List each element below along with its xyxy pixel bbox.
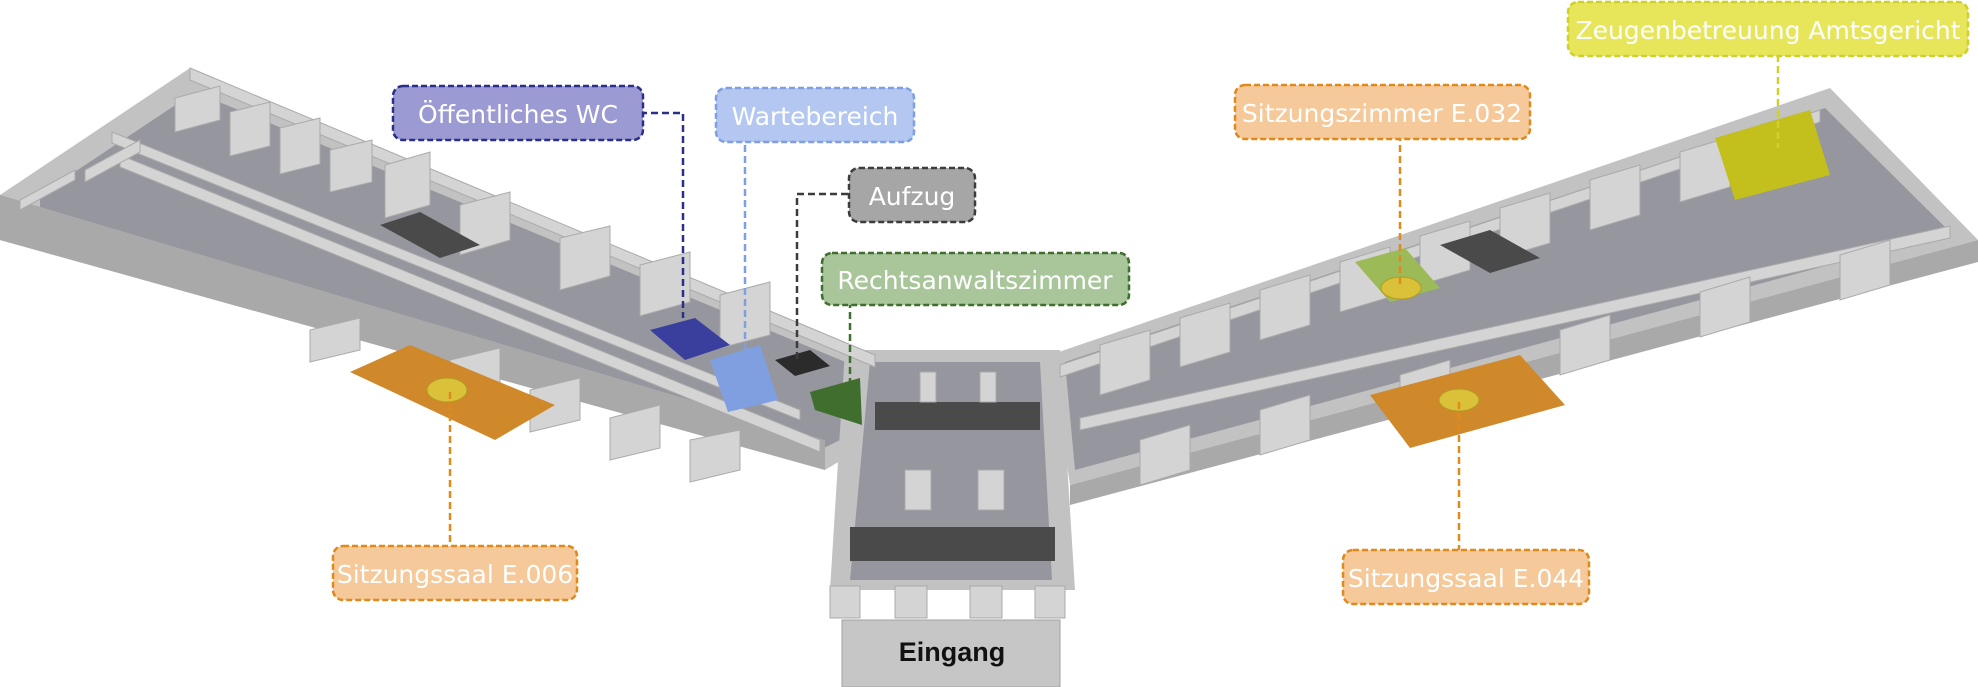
left-wing-front-wall xyxy=(0,195,825,470)
witness-care-area[interactable] xyxy=(1715,110,1830,200)
left-wing-walls xyxy=(19,67,876,483)
label-lawyers-text: Rechtsanwaltszimmer xyxy=(837,266,1113,295)
label-hall-e044-text: Sitzungssaal E.044 xyxy=(1348,564,1584,593)
label-hall-e044[interactable]: Sitzungssaal E.044 xyxy=(1341,548,1591,606)
elevator-area[interactable] xyxy=(775,350,830,376)
label-witness-text: Zeugenbetreuung Amtsgericht xyxy=(1575,16,1960,45)
stairs-lobby-lower xyxy=(850,527,1055,561)
entrance-step xyxy=(841,619,1061,687)
label-tags: Öffentliches WC Wartebereich Aufzug Rech… xyxy=(331,0,1970,606)
label-witness[interactable]: Zeugenbetreuung Amtsgericht xyxy=(1566,0,1970,58)
waiting-area[interactable] xyxy=(710,345,778,412)
stairs-left-wing xyxy=(380,212,480,258)
marker-hall-e044 xyxy=(1438,388,1480,412)
wc-area[interactable] xyxy=(650,318,730,360)
leader-line-wc xyxy=(640,111,685,318)
label-lawyers[interactable]: Rechtsanwaltszimmer xyxy=(820,251,1131,307)
room-markers xyxy=(426,276,1480,412)
lawyers-room-area[interactable] xyxy=(810,378,862,425)
label-waiting-text: Wartebereich xyxy=(732,102,899,131)
label-hall-e006[interactable]: Sitzungssaal E.006 xyxy=(331,544,579,602)
entrance-label: Eingang xyxy=(899,637,1006,667)
label-wc[interactable]: Öffentliches WC xyxy=(391,84,645,142)
stairs xyxy=(380,212,1540,561)
label-waiting[interactable]: Wartebereich xyxy=(714,86,916,144)
leader-line-elevator xyxy=(795,192,848,362)
leader-lines xyxy=(448,44,1780,550)
label-room-e032-text: Sitzungszimmer E.032 xyxy=(1242,99,1522,128)
label-hall-e006-text: Sitzungssaal E.006 xyxy=(337,560,573,589)
label-elevator[interactable]: Aufzug xyxy=(847,166,977,224)
entrance[interactable]: Eingang xyxy=(841,619,1061,687)
lobby-pillars xyxy=(829,371,1066,619)
label-wc-text: Öffentliches WC xyxy=(418,100,618,129)
stairs-lobby-upper xyxy=(875,402,1040,430)
label-room-e032[interactable]: Sitzungszimmer E.032 xyxy=(1233,83,1532,141)
stairs-right-wing xyxy=(1440,230,1540,273)
marker-hall-e006 xyxy=(426,377,468,403)
label-elevator-text: Aufzug xyxy=(869,182,956,211)
